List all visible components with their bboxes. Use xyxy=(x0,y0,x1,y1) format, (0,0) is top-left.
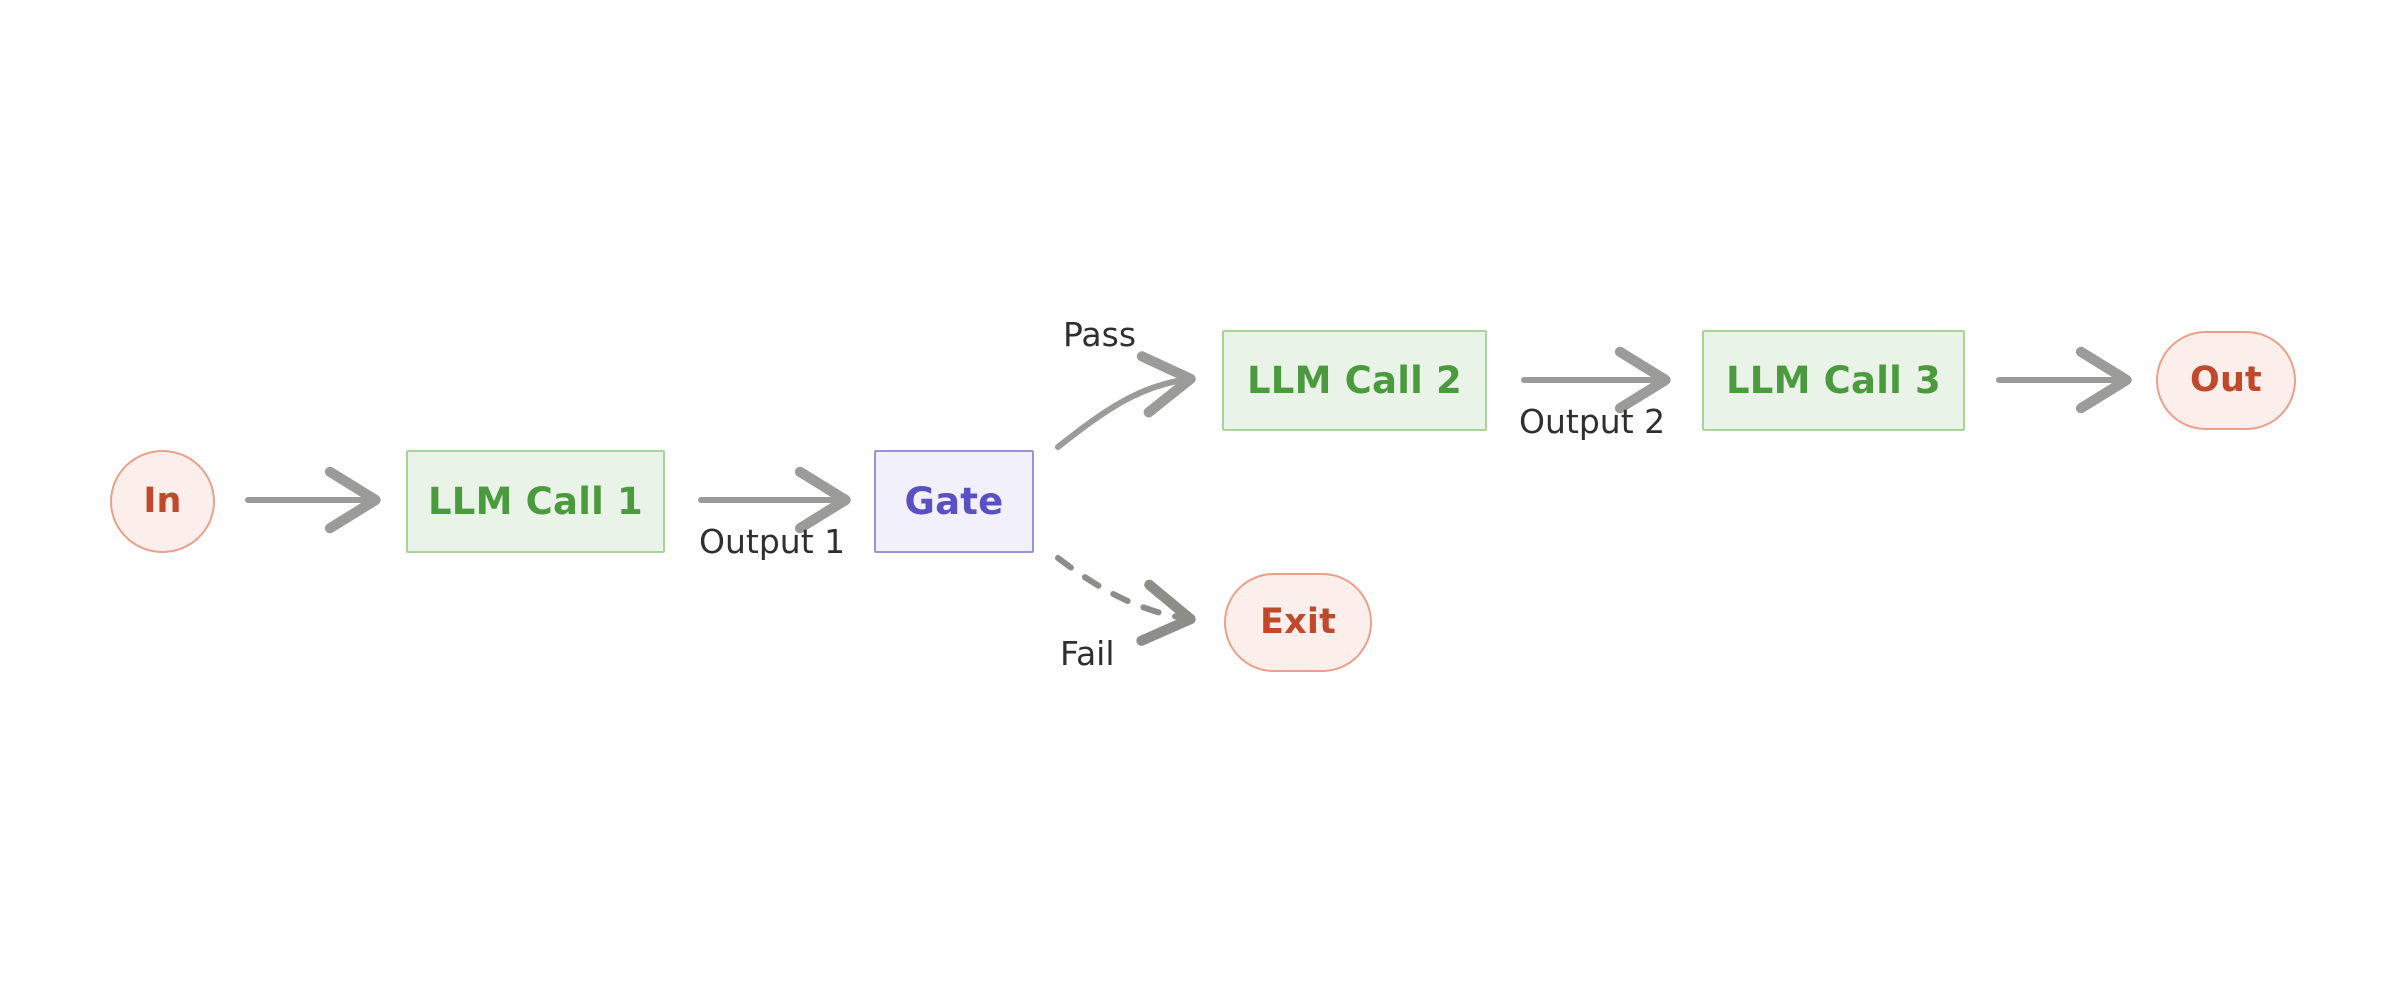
node-exit-label: Exit xyxy=(1259,602,1336,642)
edge-label-pass: Pass xyxy=(1063,315,1137,354)
node-in[interactable]: In xyxy=(110,450,215,553)
node-llm-call-3-label: LLM Call 3 xyxy=(1726,359,1941,402)
node-llm-call-1-label: LLM Call 1 xyxy=(428,480,643,523)
node-out-label: Out xyxy=(2189,360,2262,400)
node-llm-call-3[interactable]: LLM Call 3 xyxy=(1702,330,1965,431)
node-llm-call-1[interactable]: LLM Call 1 xyxy=(406,450,665,553)
edge-gate-to-exit xyxy=(1055,555,1196,646)
node-in-label: In xyxy=(143,481,182,521)
node-exit[interactable]: Exit xyxy=(1224,573,1372,672)
edge-label-fail: Fail xyxy=(1060,634,1115,673)
node-gate[interactable]: Gate xyxy=(874,450,1034,553)
node-out[interactable]: Out xyxy=(2156,331,2296,430)
edge-label-output-1: Output 1 xyxy=(699,522,846,561)
node-gate-label: Gate xyxy=(904,480,1004,523)
edge-gate-to-llm2 xyxy=(1055,351,1196,450)
node-llm-call-2-label: LLM Call 2 xyxy=(1247,359,1462,402)
edge-label-output-2: Output 2 xyxy=(1519,402,1666,441)
node-llm-call-2[interactable]: LLM Call 2 xyxy=(1222,330,1487,431)
